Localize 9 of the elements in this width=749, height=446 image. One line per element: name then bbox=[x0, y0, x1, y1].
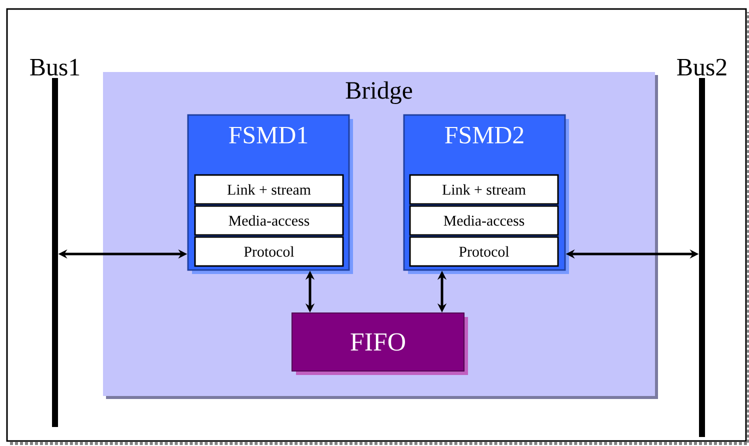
layer-box: Link + stream bbox=[194, 174, 344, 205]
layer-box: Media-access bbox=[194, 205, 344, 236]
bus-line: Bus2 bbox=[677, 58, 726, 437]
bus-line: Bus1 bbox=[30, 58, 80, 427]
fifo-box: FIFO bbox=[292, 312, 468, 375]
layer-box: Link + stream bbox=[409, 174, 559, 205]
layer-box: Media-access bbox=[409, 205, 559, 236]
layer-box: Protocol bbox=[194, 236, 344, 267]
layer-box: Protocol bbox=[409, 236, 559, 267]
